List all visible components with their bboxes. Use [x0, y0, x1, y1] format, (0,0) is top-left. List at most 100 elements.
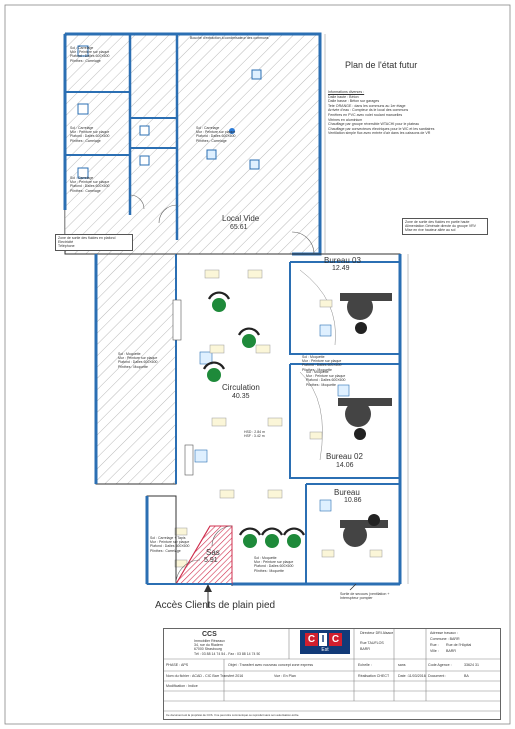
note-line: Chauffage par groupe réversible WTACHI p… [328, 122, 420, 127]
spec-line: Plinthes : Carrelage [70, 138, 101, 143]
vent-icon [251, 69, 262, 80]
wc2-spec: Sol : Carrelage Mur : Peinture sur plaqu… [70, 126, 110, 143]
spec-line: Mur : Peinture sur plaque [196, 130, 236, 135]
spec-line: Mur : Peinture sur plaque [70, 130, 110, 135]
spec-line: Sol : Moquette [302, 355, 325, 359]
document-value: BA [464, 674, 469, 678]
logo-letter-left: C [305, 633, 318, 646]
client-access-label: Accès Clients de plain pied [155, 600, 276, 611]
document-label: Document : [428, 674, 447, 678]
company-contact: Tél : 03 88 14 74 54 - Fax : 03 88 14 74… [194, 651, 261, 656]
callout-line: Alimentation Générale directe du groupe … [405, 224, 476, 229]
room-name-local-vide: Local Vide [222, 214, 260, 223]
spec-line: Plinthes : Carrelage [70, 188, 101, 193]
logo-subtitle: Est [321, 647, 329, 653]
site-city: BARR [360, 647, 370, 651]
ceiling-height-info: HSD : 2.84 m HSF : 3.42 m [244, 430, 265, 438]
toilet-fixture [77, 45, 89, 57]
commune-label: Commune : BARR [430, 637, 460, 641]
note-line: Dalle haute : Béton [328, 94, 359, 99]
spec-line: Plafond : Dalles 600X600 [118, 360, 158, 365]
spec-line: Plinthes : Moquette [302, 367, 332, 372]
spec-line: Sol : Carrelage [70, 46, 94, 50]
room-area-bureau-03: 12.49 [332, 265, 350, 272]
top-extraction-label: Bouche d'extraction à condensateur des c… [190, 36, 269, 40]
objet: Objet : Transfert avec nouveau concept z… [228, 663, 314, 667]
modification: Modification : Indice [166, 684, 198, 688]
date-label: Date : [398, 674, 408, 678]
spec-line: Plafond : Dalles 600X600 [70, 54, 110, 59]
date-value: 11/03/2016 [408, 674, 426, 678]
callout-line: Mise en rive hauteur allée au sol [405, 228, 456, 233]
spec-line: Plinthes : Carrelage [70, 58, 101, 63]
note-line: Fenêtres en PVC avec volet roulant manue… [328, 112, 403, 117]
spec-line: Mur : Peinture sur plaque [118, 356, 158, 361]
room-area-bureau-02: 14.06 [336, 462, 354, 469]
spec-line: Plinthes : Carrelage [196, 138, 227, 143]
spec-line: Plinthes : Moquette [306, 382, 336, 387]
spec-line: Plafond : Dalles 600X600 [70, 184, 110, 189]
room-name-bureau: Bureau [334, 488, 360, 497]
spec-line: Sol : Moquette [306, 370, 329, 374]
page-border [4, 4, 511, 725]
height-line: HSD : 2.84 m [244, 430, 266, 434]
room-name-bureau-03: Bureau 03 [324, 256, 361, 265]
fluids-callout-right: Zone de sortie des fluides en partie hau… [402, 218, 488, 235]
plan-title: Plan de l'état futur [345, 60, 418, 70]
note-line: Ventilation simple flux avec entrée d'ai… [328, 131, 431, 136]
callout-line: Electricité [58, 240, 74, 245]
note-line: Chauffage par convecteurs électriques po… [328, 126, 435, 131]
note-line: Tete ORANGE : dans les communs au 1er ét… [328, 103, 406, 108]
room-name-circulation: Circulation [222, 383, 260, 392]
spec-line: Mur : Peinture sur plaque [306, 374, 346, 379]
wc3-spec: Sol : Carrelage Mur : Peinture sur plaqu… [70, 176, 110, 193]
spec-line: Plafond : Dalles 600X600 [302, 363, 342, 368]
note-line: Arrivée d'eau : Compteur ds le local des… [328, 108, 409, 113]
room-area-sas: 5.91 [204, 557, 218, 564]
sas-spec: Sol : Carrelage + Tapis Mur : Peinture s… [150, 536, 190, 553]
circulation-seating [203, 291, 305, 548]
room-area-local-vide: 65.61 [230, 224, 248, 231]
b02-spec: Sol : Moquette Mur : Peinture sur plaque… [306, 370, 346, 387]
director-label: Directeur DRI Alsace [360, 631, 394, 635]
company-address: Immobilier Réseaux 34, rue du Rladern 67… [194, 639, 260, 656]
ceiling-vents [194, 324, 350, 512]
company-name: CCS [202, 631, 217, 638]
rue-value: Rue de l'Hôpital [446, 643, 472, 647]
spec-line: Sol : Moquette [118, 352, 141, 356]
b03-spec: Sol : Moquette Mur : Peinture sur plaque… [302, 355, 342, 372]
view-type: Vue : En Plan [274, 674, 296, 678]
note-line: Vitrines en aluminium [328, 117, 363, 122]
spec-line: Mur : Peinture sur plaque [150, 540, 190, 545]
spec-line: Plinthes : Moquette [254, 568, 284, 573]
callout-line: Zone de sortie des fluides en plafond [58, 236, 116, 240]
bureau02-wall [289, 364, 400, 479]
adresse-label: Adresse travaux : [430, 631, 458, 635]
bureau03-wall [289, 262, 400, 355]
code-label: Code Agence : [428, 663, 452, 667]
light-fixtures [174, 269, 383, 568]
left-spec: Sol : Moquette Mur : Peinture sur plaque… [118, 352, 158, 369]
local-spec: Sol : Carrelage Mur : Peinture sur plaqu… [196, 126, 236, 143]
site-street: Rue TAUFLOS [360, 641, 384, 645]
room-area-circulation: 40.35 [232, 393, 250, 400]
spec-line: Mur : Peinture sur plaque [70, 50, 110, 55]
plan-notes: Informations diverses : Dalle haute : Bé… [328, 90, 448, 136]
company-line: Immobilier Réseaux [194, 639, 225, 643]
spec-line: Sol : Carrelage [196, 126, 220, 130]
spec-line: Plafond : Dalles 600X600 [254, 564, 294, 569]
spec-line: Mur : Peinture sur plaque [70, 180, 110, 185]
extraction-point [229, 128, 235, 134]
spec-line: Sol : Carrelage [70, 176, 94, 180]
office-desks [338, 293, 392, 547]
wc1-spec: Sol : Carrelage Mur : Peinture sur plaqu… [70, 46, 110, 63]
spec-line: Sol : Moquette [254, 556, 277, 560]
spec-line: Mur : Peinture sur plaque [302, 359, 342, 364]
title-block-grid [164, 629, 500, 712]
emergency-exit-label: Sortie de secours (ventilation + Interru… [340, 592, 389, 601]
note-line: Informations diverses : [328, 90, 365, 94]
room-name-bureau-02: Bureau 02 [326, 452, 363, 461]
phase: PHASE : APS [166, 663, 189, 667]
sortie-line: Interrupteur pompier [340, 596, 373, 601]
